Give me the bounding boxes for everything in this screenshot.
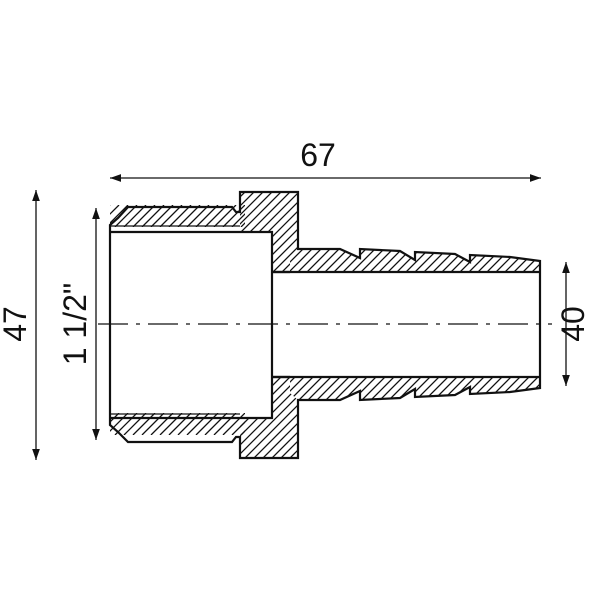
hatch-line (316, 190, 400, 274)
hatch-line (277, 377, 298, 458)
dimension-hose: 40 (555, 262, 591, 386)
hose-bore (272, 270, 540, 379)
hatch-line (110, 205, 120, 215)
hatch-line (204, 413, 228, 435)
hatch-line (110, 205, 129, 224)
hatch-line (132, 205, 156, 227)
hatch-line (195, 205, 219, 227)
hatch-line (177, 205, 201, 227)
hatch-line (231, 213, 245, 227)
hatch-line (110, 413, 129, 432)
hatch-line (548, 375, 576, 403)
hatch-line (343, 190, 427, 274)
hatch-line (279, 192, 298, 272)
hatch-line (290, 377, 298, 400)
hatch-line (110, 205, 111, 206)
hatch-line (123, 205, 147, 227)
hatch-line (241, 377, 298, 458)
hatch-line (213, 413, 237, 435)
dimension-label-height: 47 (0, 306, 33, 342)
hatch-line (361, 190, 445, 274)
part-outline (108, 190, 542, 460)
hatch-line (538, 249, 540, 272)
hatch-line (334, 190, 418, 274)
hatch-line (288, 192, 298, 272)
hatch-line (260, 375, 288, 403)
hatch-line (270, 192, 298, 272)
hatch-line (340, 249, 370, 272)
hatch-line (548, 246, 576, 274)
hatch-line (268, 377, 298, 458)
hatch-line (177, 413, 201, 435)
dimension-label-thread: 1 1/2" (57, 283, 93, 366)
hatch-line (240, 192, 257, 272)
hatch-line (150, 205, 174, 227)
hatched-section (110, 190, 594, 458)
hatch-line (295, 249, 325, 272)
barb-hatch-top (290, 246, 594, 274)
hatch-line (557, 375, 585, 403)
body-outline (108, 190, 542, 460)
barb-hatch-bottom (260, 375, 594, 403)
hatch-line (195, 413, 219, 435)
hatch-line (295, 377, 325, 400)
hatch-line (250, 205, 272, 227)
hatch-line (240, 192, 266, 272)
hatch-line (538, 377, 540, 400)
hatch-line (110, 413, 111, 414)
hatch-line (261, 192, 298, 272)
hatch-line (186, 205, 210, 227)
dimension-label-length: 67 (300, 137, 336, 173)
hatch-line (290, 377, 307, 400)
hatch-line (240, 377, 298, 458)
hatch-line (240, 192, 275, 272)
hatch-line (240, 222, 245, 227)
hatch-line (370, 190, 454, 274)
hatch-line (557, 246, 585, 274)
hatch-line (114, 205, 138, 227)
hatch-line (331, 377, 361, 400)
hatch-line (141, 205, 165, 227)
hatch-line (159, 413, 183, 435)
hatch-line (168, 205, 192, 227)
hatch-line (250, 377, 298, 458)
thread-hatch-top (110, 205, 281, 227)
hatch-line (566, 375, 594, 403)
hatch-line (304, 249, 334, 272)
hatch-line (123, 413, 147, 435)
dimension-length: 67 (110, 137, 541, 182)
hatch-line (290, 249, 307, 272)
hatch-line (322, 377, 352, 400)
hatch-line (259, 205, 281, 227)
hatch-line (150, 413, 174, 435)
hatch-line (358, 377, 388, 400)
hatch-line (304, 377, 334, 400)
hatch-line (529, 249, 540, 272)
hatch-line (313, 249, 343, 272)
hatch-line (290, 249, 316, 272)
hatch-line (186, 413, 210, 435)
hatch-line (168, 413, 192, 435)
hatch-line (307, 190, 391, 274)
body-bore (110, 230, 274, 420)
hatch-line (141, 413, 165, 435)
hatch-line (222, 413, 245, 435)
dimension-label-hose: 40 (555, 306, 591, 342)
hatch-line (204, 205, 228, 227)
hatch-line (132, 413, 156, 435)
dimension-thread: 1 1/2" (57, 208, 100, 440)
hatch-line (297, 192, 298, 272)
hatch-line (259, 377, 298, 458)
dimension-height: 47 (0, 190, 40, 460)
hatch-line (379, 190, 463, 274)
hatch-line (325, 190, 409, 274)
hatch-line (159, 205, 183, 227)
hatch-line (352, 190, 436, 274)
hatch-line (566, 246, 594, 274)
hatch-line (222, 205, 245, 227)
hatch-line (110, 413, 120, 423)
hatch-line (313, 377, 343, 400)
